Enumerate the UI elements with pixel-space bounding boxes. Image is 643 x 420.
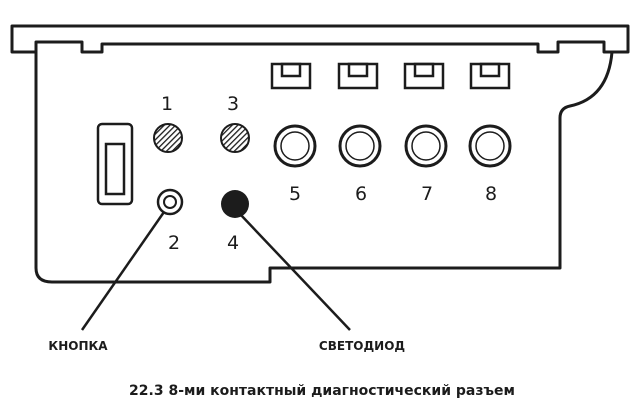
pin-label-5: 5 (289, 183, 301, 205)
pin-label-2: 2 (168, 232, 180, 254)
locking-tab-6-inner (347, 62, 369, 78)
pin-label-3: 3 (227, 93, 239, 115)
led-callout-label: СВЕТОДИОД (319, 339, 405, 353)
pin-5-inner (280, 131, 310, 161)
pin-label-6: 6 (355, 183, 367, 205)
button-leader-line (80, 211, 166, 331)
locking-tab-8-inner (479, 62, 501, 78)
pin-6-inner (345, 131, 375, 161)
pin-7-inner (411, 131, 441, 161)
figure-caption: 22.3 8-ми контактный диагностический раз… (129, 383, 515, 399)
connector-housing (10, 24, 630, 284)
pin-1 (153, 123, 183, 153)
pin-4-led (221, 190, 249, 218)
pin-label-1: 1 (161, 93, 173, 115)
pin-8-inner (475, 131, 505, 161)
key-slot-inner (104, 142, 126, 196)
pin-label-7: 7 (421, 183, 433, 205)
locking-tab-7-inner (413, 62, 435, 78)
locking-tab-5-inner (280, 62, 302, 78)
locking-tabs (270, 62, 511, 90)
pin-2-button-inner (163, 195, 177, 209)
key-slot (96, 122, 134, 206)
pin-3 (220, 123, 250, 153)
pin-label-8: 8 (485, 183, 497, 205)
pin-label-4: 4 (227, 232, 239, 254)
led-leader-line (239, 213, 351, 331)
button-callout-label: КНОПКА (48, 339, 108, 353)
